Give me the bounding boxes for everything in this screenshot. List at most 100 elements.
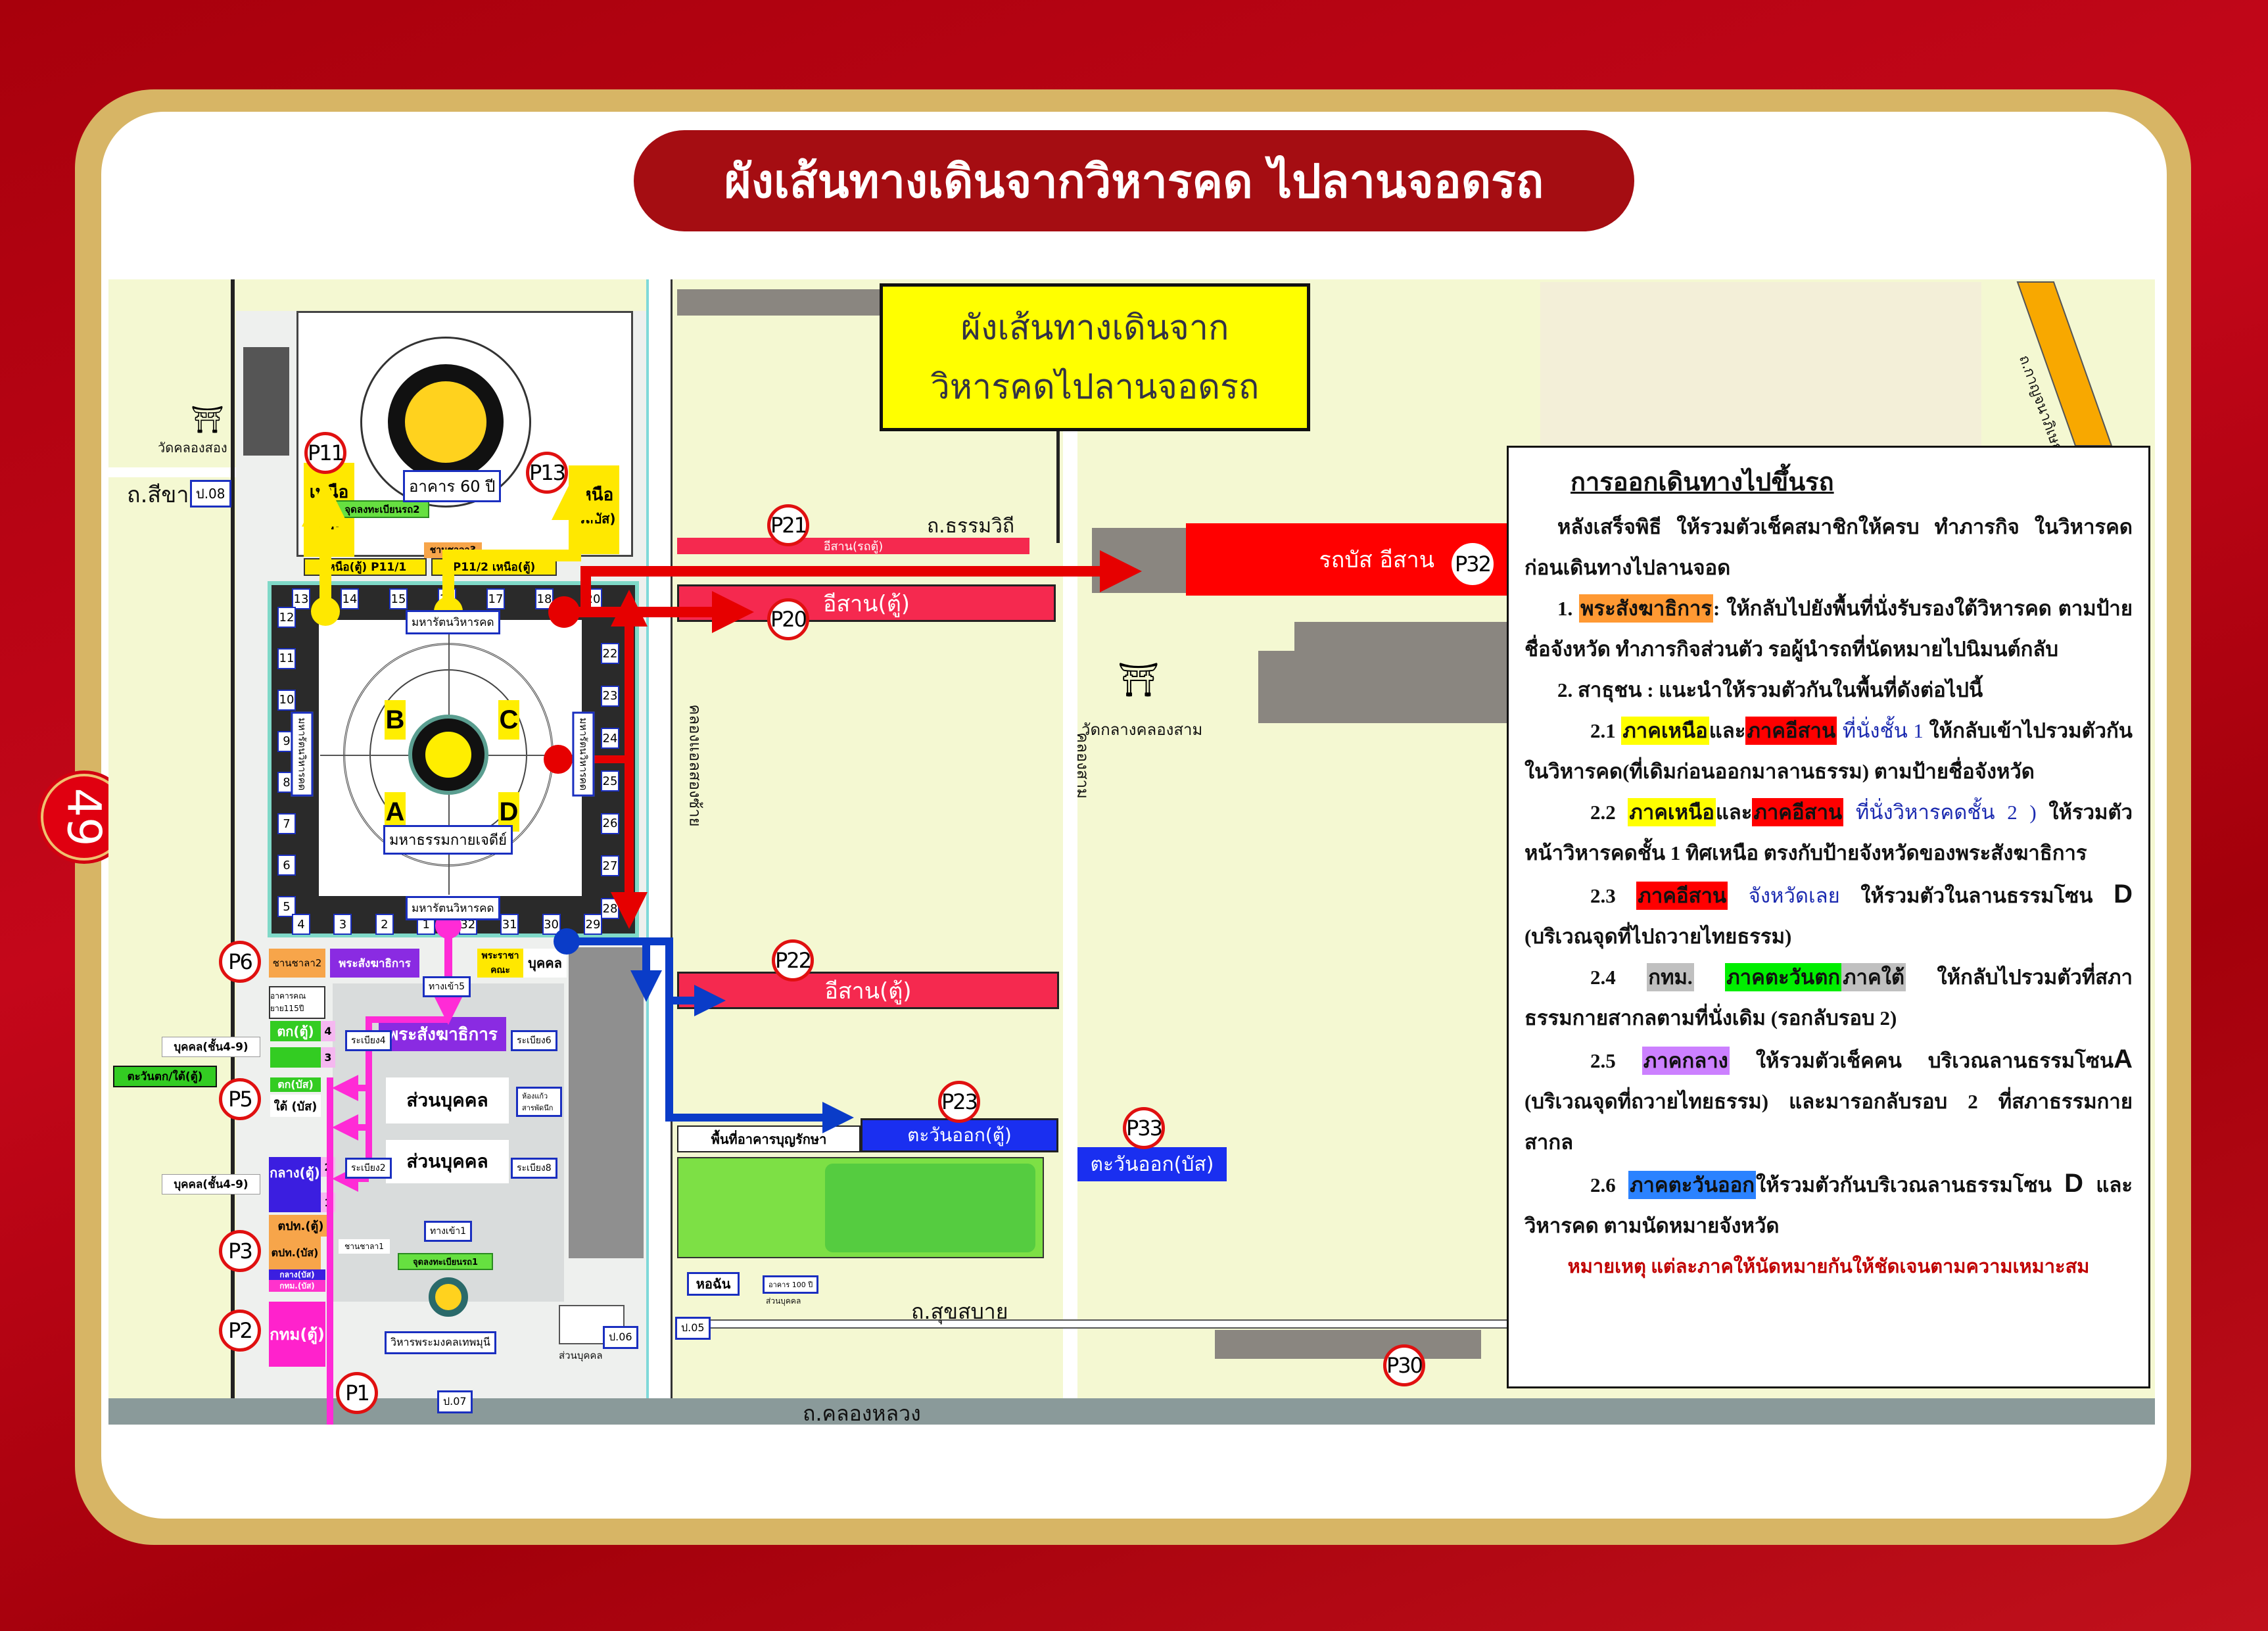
instructions-panel: การออกเดินทางไปขึ้นรถ หลังเสร็จพิธี ให้ร… (1507, 446, 2150, 1388)
item-text: (บริเวณจุดที่ถวายไทยธรรม) และมารอกลับรอบ… (1524, 1090, 2133, 1154)
zone-east-bus: ตะวันออก(บัส) (1077, 1147, 1227, 1181)
zone-bkk-bus: กทม.(บัส) (269, 1280, 325, 1292)
building-block (1258, 651, 1507, 723)
platform-2: ชานชาลา2 (269, 949, 325, 978)
cloister-number-15: 15 (389, 588, 408, 609)
veranda-8: ระเบียง8 (511, 1158, 557, 1179)
building-block (1215, 1330, 1481, 1359)
temple-icon: ⛩ (191, 405, 224, 435)
heading-pointer (1056, 431, 1060, 543)
place-building-115: อาคารคณยาย115ปี (269, 986, 325, 1019)
slot-1: 1 (321, 1193, 335, 1212)
pin-p1: P1 (336, 1372, 378, 1414)
label-personal-floor-2: บุคคล(ชั้น4-9) (162, 1174, 260, 1194)
gate-p07: ป.07 (437, 1390, 473, 1413)
instruction-item-2: 2. สาธุชน : แนะนำให้รวมตัวกันในพื้นที่ดั… (1557, 678, 1983, 701)
place-building-100: อาคาร 100 ปี (763, 1275, 819, 1294)
item-number: 2.2 (1590, 801, 1616, 824)
item-blue-text: ที่นั่งชั้น 1 (1837, 719, 1924, 742)
gate-entrance-5: ทางเข้า5 (423, 976, 471, 997)
building-100-private: ส่วนบุคคล (766, 1296, 801, 1306)
place-cloister-left: มหารัตนวิหารคด (291, 711, 314, 797)
zone-monks-admin: พระสังฆาธิการ (330, 949, 419, 978)
gate-p06: ป.06 (603, 1326, 638, 1349)
building-60-dome (388, 364, 504, 480)
pin-p21: P21 (767, 504, 809, 546)
road-khlong-sam (1063, 424, 1077, 1398)
page-title: ผังเส้นทางเดินจากวิหารคด ไปลานจอดรถ (634, 130, 1634, 231)
place-wat-klang-khlong-sam: วัดกลางคลองสาม (1081, 721, 1203, 739)
instructions-title: การออกเดินทางไปขึ้นรถ (1571, 469, 1834, 496)
temple-icon: ⛩ (1118, 661, 1160, 699)
boundary-line (231, 279, 235, 1398)
zone-isan-van-road: อีสาน(รถตู้) (677, 538, 1029, 554)
cloister-number-25: 25 (601, 770, 619, 792)
highlight-east: ภาคตะวันออก (1628, 1171, 1757, 1199)
instruction-item-2-4: 2.4 กทม. ภาคตะวันตกภาคใต้ ให้กลับไปรวมตั… (1524, 957, 2133, 1039)
cloister-number-10: 10 (277, 689, 296, 711)
place-cloister-bottom: มหารัตนวิหารคด (406, 896, 500, 920)
highlight-isan: ภาคอีสาน (1745, 717, 1837, 745)
building-block (677, 289, 880, 316)
zone-foreign-van: ตปท.(ตู้) (269, 1215, 333, 1237)
place-wat-khlong-song: วัดคลองสอง (158, 440, 227, 456)
glass-room: ห้องแก้วสารพัดนึก (516, 1087, 562, 1117)
private-building-label: ส่วนบุคคล (559, 1350, 603, 1361)
item-text: ให้รวมตัวหน้าวิหารคดชั้น 1 ทิศเหนือ ตรงก… (1524, 801, 2133, 864)
cloister-number-18: 18 (535, 588, 554, 609)
pin-p33: P33 (1123, 1107, 1165, 1149)
cloister-number-28: 28 (601, 898, 619, 919)
instructions-intro: หลังเสร็จพิธี ให้รวมตัวเช็คสมาชิกให้ครบ … (1524, 515, 2133, 579)
label-personal-floor-1: บุคคล(ชั้น4-9) (162, 1037, 260, 1057)
pin-p6: P6 (219, 941, 261, 983)
item-number: 1. (1557, 597, 1573, 620)
road-suksabai (677, 1319, 1507, 1329)
item-blue-text: จังหวัดเลย (1728, 884, 1840, 907)
cloister-number-16: 16 (438, 588, 456, 609)
highlight-south: ภาคใต้ (1841, 963, 1906, 991)
item-text: (บริเวณจุดที่ไปถวายไทยธรรม) (1524, 925, 1792, 948)
pin-p13: P13 (526, 452, 568, 494)
highlight-west: ภาคตะวันตก (1725, 963, 1842, 991)
zone-east-van: ตะวันออก(ตู้) (861, 1118, 1058, 1152)
cloister-number-12: 12 (277, 607, 296, 628)
building-block (243, 347, 289, 456)
chedi-dome (412, 719, 484, 791)
zone-west-van: ตก(ตู้) (270, 1021, 321, 1041)
item-text: ให้กลับเข้าไปรวมตัวกันในวิหารคด(ที่เดิมก… (1524, 719, 2133, 783)
cloister-number-29: 29 (584, 914, 602, 935)
cloister-number-5: 5 (277, 896, 296, 917)
zone-west-bus: ตก(บัส) (270, 1077, 321, 1092)
place-vihara: วิหารพระมงคลเทพมุนี (385, 1331, 496, 1354)
zone-sub: (รถบัส) (572, 511, 616, 527)
zone-c: C (498, 700, 519, 740)
cloister-number-22: 22 (601, 643, 619, 664)
cloister-number-13: 13 (292, 588, 310, 609)
item-text: ให้รวมตัวเช็คคน บริเวณลานธรรมโซน (1729, 1049, 2114, 1072)
gate-p08: ป.08 (190, 480, 231, 508)
zone-north-bus: เหนือ(รถบัส) (569, 465, 619, 554)
canal-label-l2: คลองแอลสองซ้าย (686, 704, 705, 827)
pin-p23: P23 (938, 1081, 980, 1123)
road-label-suksabai: ถ.สุขสบาย (911, 1299, 1008, 1324)
pin-p3: P3 (219, 1230, 261, 1272)
highlight-isan: ภาคอีสาน (1636, 882, 1728, 910)
registration-point-2: จุดลงทะเบียนรถ2 (335, 500, 429, 518)
instruction-item-1: 1. พระสังฆาธิการ: ให้กลับไปยังพื้นที่นั่… (1524, 588, 2133, 670)
zone-monks-admin-seating: พระสังฆาธิการ (379, 1017, 506, 1051)
item-text: และวิหารคด ตามนัดหมายจังหวัด (1524, 1173, 2133, 1237)
road-label-thammawithi: ถ.ธรรมวิถี (927, 515, 1015, 538)
garden-area (825, 1164, 1035, 1252)
pin-p32: P32 (1452, 543, 1494, 585)
cloister-number-31: 31 (500, 914, 519, 935)
zone-letter: A (2114, 1045, 2133, 1074)
pin-p30: P30 (1383, 1344, 1425, 1386)
highlight-monks-admin: พระสังฆาธิการ (1579, 594, 1714, 623)
pin-p22: P22 (772, 939, 814, 981)
place-building-60: อาคาร 60 ปี (403, 470, 502, 502)
item-text: : ให้กลับไปยังพื้นที่นั่งรับรองใต้วิหารค… (1524, 597, 2133, 661)
place-cloister-right: มหารัตนวิหารคด (572, 711, 595, 797)
cloister-number-4: 4 (292, 914, 310, 935)
cloister-number-20: 20 (584, 588, 602, 609)
veranda-4: ระเบียง4 (345, 1030, 392, 1051)
